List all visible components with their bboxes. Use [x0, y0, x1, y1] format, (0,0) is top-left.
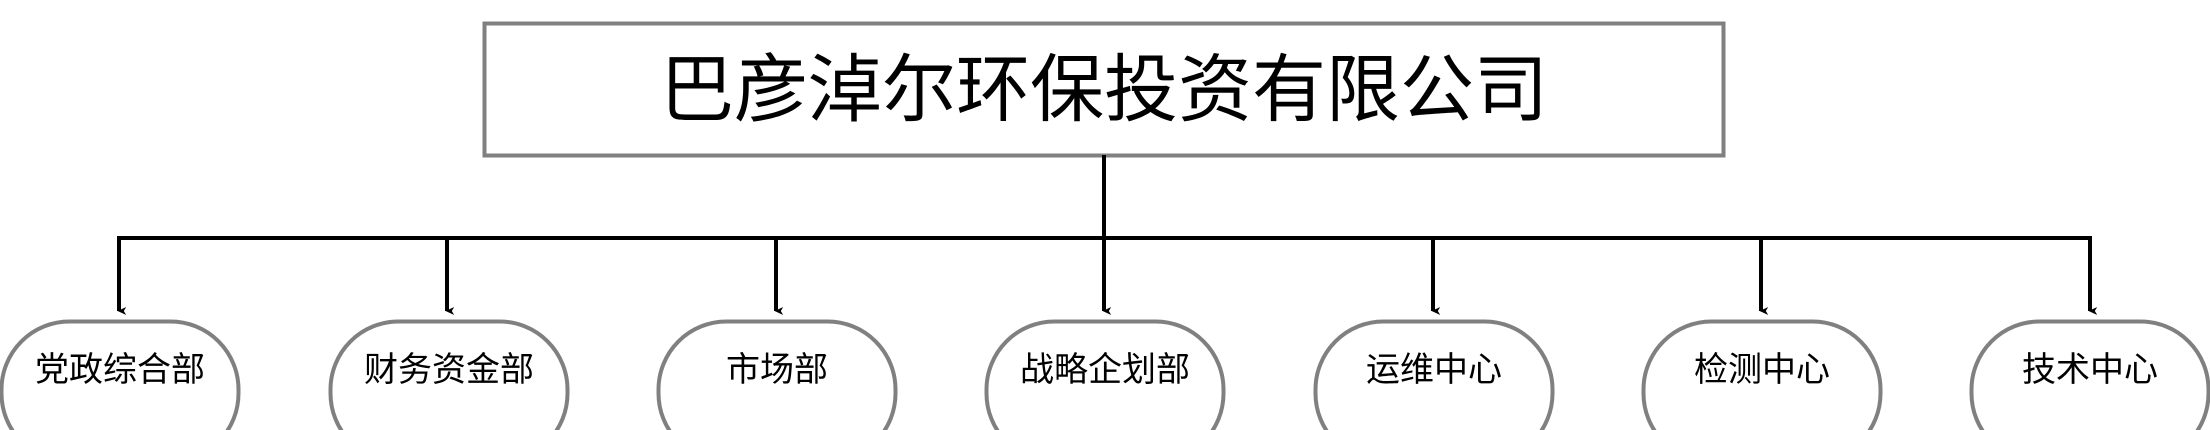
child-node-label-3: 市场部	[726, 350, 828, 390]
child-node-1[interactable]: 党政综合部	[0, 320, 240, 430]
child-node-label-4: 战略企划部	[1020, 350, 1190, 390]
child-node-shape-2[interactable]	[328, 319, 570, 430]
child-node-shape-5[interactable]	[1313, 319, 1555, 430]
child-node-shape-6[interactable]	[1641, 319, 1883, 430]
child-node-label-1: 党政综合部	[35, 350, 205, 390]
child-node-shape-3[interactable]	[656, 319, 898, 430]
child-node-2[interactable]: 财务资金部	[329, 320, 569, 430]
child-node-3[interactable]: 市场部	[657, 320, 897, 430]
root-node[interactable]: 巴彦淖尔环保投资有限公司	[483, 22, 1725, 157]
child-node-label-5: 运维中心	[1366, 350, 1502, 390]
child-node-7[interactable]: 技术中心	[1970, 320, 2210, 430]
child-node-shape-1[interactable]	[0, 319, 241, 430]
child-node-shape-4[interactable]	[984, 319, 1226, 430]
root-node-shape[interactable]	[482, 21, 1726, 158]
child-node-label-7: 技术中心	[2022, 350, 2158, 390]
child-node-4[interactable]: 战略企划部	[985, 320, 1225, 430]
child-node-label-6: 检测中心	[1694, 350, 1830, 390]
child-node-5[interactable]: 运维中心	[1314, 320, 1554, 430]
root-node-label: 巴彦淖尔环保投资有限公司	[660, 46, 1548, 133]
child-node-6[interactable]: 检测中心	[1642, 320, 1882, 430]
child-node-label-2: 财务资金部	[364, 350, 534, 390]
child-node-shape-7[interactable]	[1969, 319, 2210, 430]
